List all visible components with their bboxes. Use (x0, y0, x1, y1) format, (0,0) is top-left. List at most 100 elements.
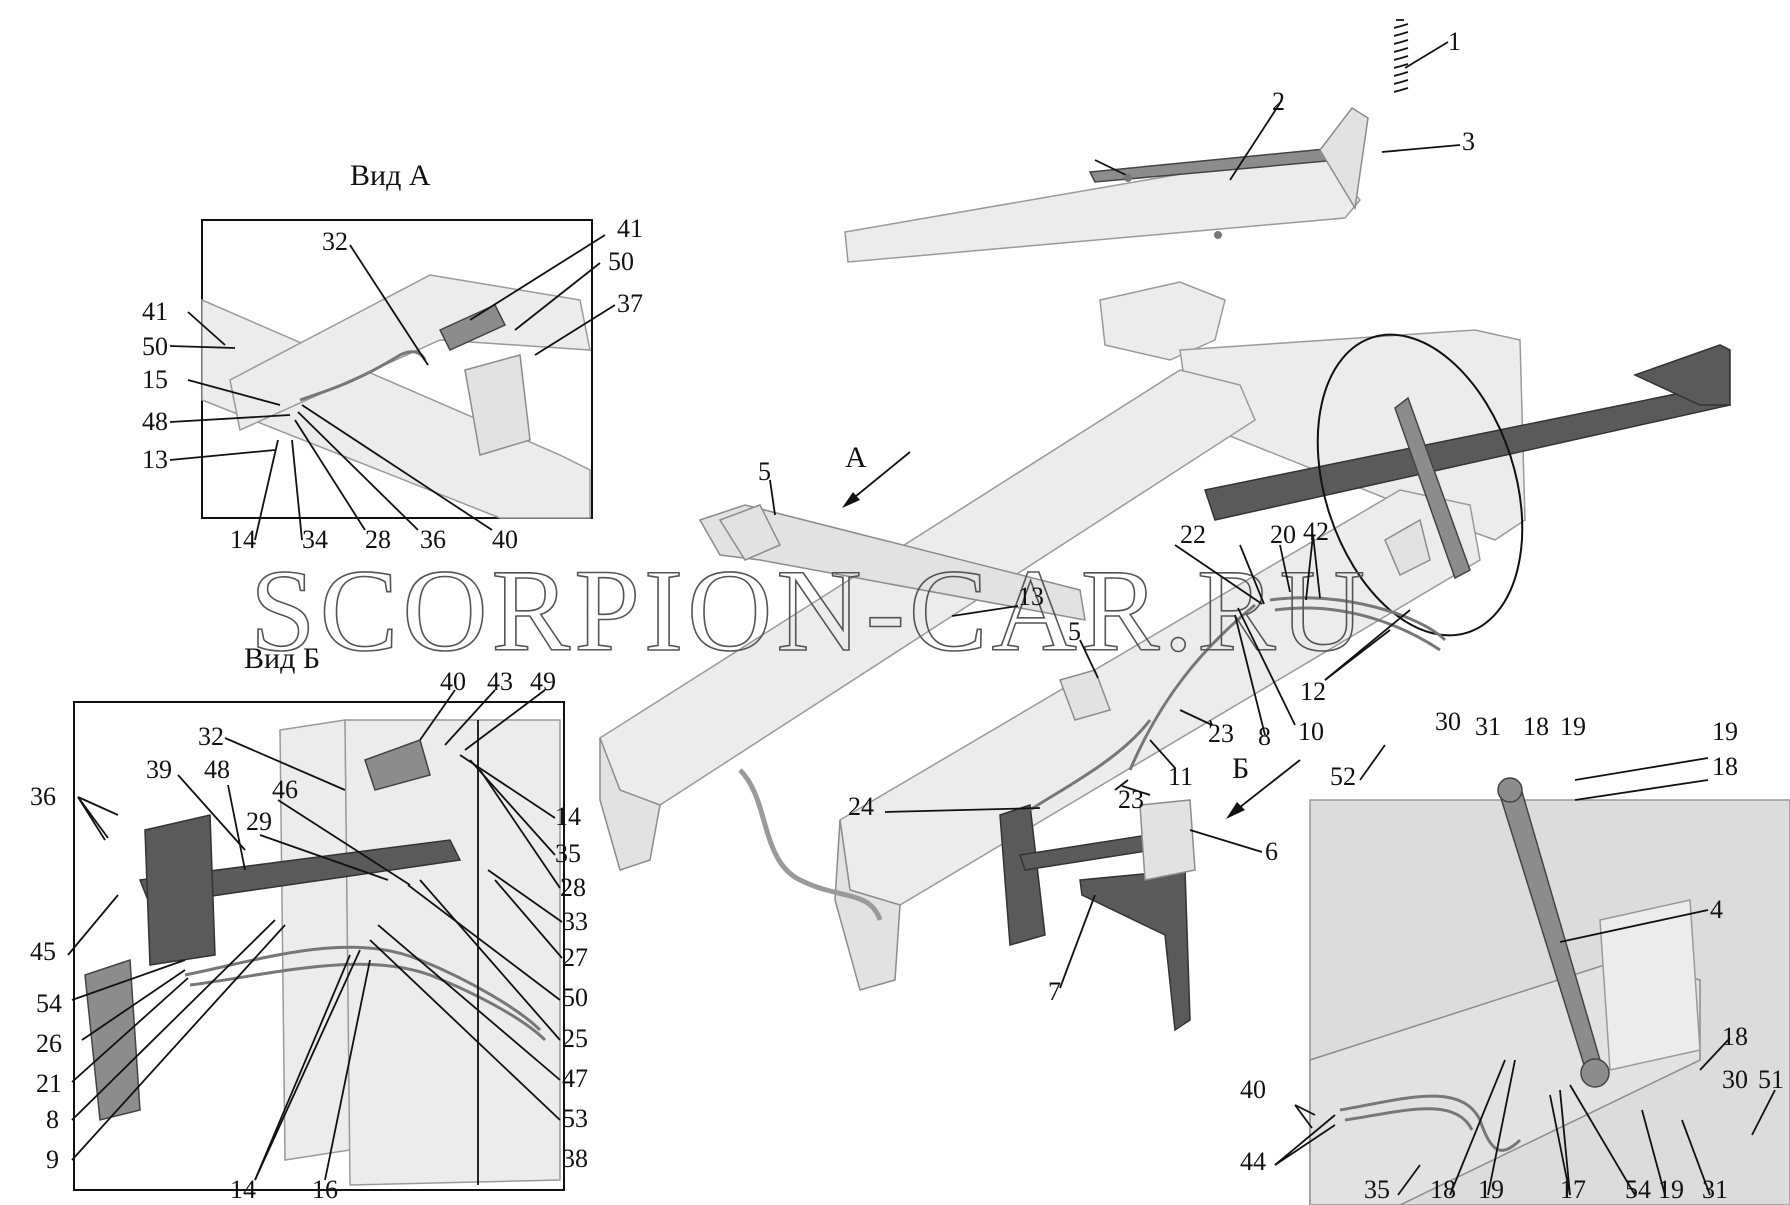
callout-7: 7 (1048, 977, 1061, 1006)
callout-b-49: 49 (530, 667, 556, 696)
callout-b-40: 40 (440, 667, 466, 696)
view-a-pipe (299, 350, 427, 402)
callout-a-41-right: 41 (617, 214, 643, 243)
dark-cross-beam-end (1633, 344, 1731, 406)
callout-a-37: 37 (617, 289, 643, 318)
hose-12b (1274, 606, 1441, 652)
callout-a-40: 40 (492, 525, 518, 554)
callout-8: 8 (1258, 722, 1271, 751)
view-b-arm (138, 839, 462, 906)
callout-17: 17 (1560, 1175, 1586, 1204)
callout-a-50-left: 50 (142, 332, 168, 361)
callout-a-32: 32 (322, 227, 348, 256)
callout-18d: 18 (1722, 1022, 1748, 1051)
callout-a-15: 15 (142, 365, 168, 394)
callout-2: 2 (1272, 87, 1285, 116)
callout-b-29: 29 (246, 807, 272, 836)
callout-31b: 31 (1702, 1175, 1728, 1204)
detail-cylinder-panel (1309, 777, 1790, 1205)
callout-a-48: 48 (142, 407, 168, 436)
callout-b-27: 27 (562, 943, 588, 972)
callout-b-14-right: 14 (555, 802, 581, 831)
callout-b-9: 9 (46, 1145, 59, 1174)
callout-54: 54 (1625, 1175, 1651, 1204)
callout-24: 24 (848, 792, 874, 821)
upper-beam-end (1319, 107, 1369, 211)
frame-rail-left-end (599, 737, 661, 871)
callout-b-54: 54 (36, 989, 62, 1018)
callout-19d: 19 (1658, 1175, 1684, 1204)
callout-b-8: 8 (46, 1105, 59, 1134)
pipe-8 (1128, 603, 1256, 771)
callout-b-46: 46 (272, 775, 298, 804)
upper-beam (844, 149, 1361, 263)
callout-a-36: 36 (420, 525, 446, 554)
view-b-label: Вид Б (244, 642, 320, 675)
cab-bracket (1099, 281, 1226, 361)
view-b-lock-cylinder (364, 739, 431, 791)
callout-10: 10 (1298, 717, 1324, 746)
callout-b-47: 47 (562, 1064, 588, 1093)
callout-18c: 18 (1430, 1175, 1456, 1204)
cab-lock-a (718, 504, 782, 561)
callout-44: 44 (1240, 1147, 1266, 1176)
callout-52: 52 (1330, 762, 1356, 791)
callout-18b: 18 (1712, 752, 1738, 781)
callout-b-53: 53 (562, 1104, 588, 1133)
callout-b-36: 36 (30, 782, 56, 811)
callout-23b: 23 (1118, 785, 1144, 814)
callout-20: 20 (1270, 520, 1296, 549)
callout-3: 3 (1462, 127, 1475, 156)
view-b-pipe-a (184, 945, 542, 1032)
hose-12a (1269, 596, 1447, 642)
view-a-panel (201, 219, 593, 519)
view-b-bracket (84, 958, 141, 1121)
view-b-frame (73, 701, 565, 1191)
callout-a-14: 14 (230, 525, 256, 554)
callout-51: 51 (1758, 1065, 1784, 1094)
callout-19c: 19 (1478, 1175, 1504, 1204)
callout-35: 35 (1364, 1175, 1390, 1204)
tilt-cylinder-main (1394, 396, 1471, 580)
callout-b-33: 33 (562, 907, 588, 936)
view-a-lock-cylinder (438, 304, 507, 351)
crossmember (698, 504, 1086, 621)
detail-bracket (1599, 899, 1701, 1071)
callout-a-28: 28 (365, 525, 391, 554)
callout-a-34: 34 (302, 525, 328, 554)
cylinder-bracket (1384, 518, 1431, 577)
callout-b-16: 16 (312, 1175, 338, 1204)
arrow-b-head (1226, 802, 1245, 819)
callout-b-48: 48 (204, 755, 230, 784)
callout-42: 42 (1303, 517, 1329, 546)
callout-b-26: 26 (36, 1029, 62, 1058)
view-a-bracket (464, 354, 531, 456)
pump-bracket-plate (999, 803, 1046, 946)
callout-b-35: 35 (555, 839, 581, 868)
lower-pipe (738, 768, 883, 921)
callout-b-38: 38 (562, 1144, 588, 1173)
view-b-pump-body (144, 814, 216, 966)
nut-2 (1214, 231, 1222, 239)
callout-30b: 30 (1722, 1065, 1748, 1094)
callout-40: 40 (1240, 1075, 1266, 1104)
callout-a-50-right: 50 (608, 247, 634, 276)
cab-lock-b (1059, 669, 1111, 721)
callout-31a: 31 (1475, 712, 1501, 741)
arrow-a-label: А (845, 441, 867, 474)
callout-a-13: 13 (142, 445, 168, 474)
callout-4: 4 (1710, 895, 1723, 924)
watermark: SCORPION-CAR.RU (250, 545, 1369, 676)
callout-19a: 19 (1560, 712, 1586, 741)
detail-cylinder-bottom-eye (1580, 1058, 1610, 1088)
spring (1393, 19, 1409, 93)
arrow-a-head (842, 492, 860, 508)
callout-b-21: 21 (36, 1069, 62, 1098)
detail-cylinder-top-eye (1497, 777, 1523, 803)
arrow-b-label: Б (1232, 752, 1249, 785)
callout-b-45: 45 (30, 937, 56, 966)
callout-b-43: 43 (487, 667, 513, 696)
detail-hose-a (1339, 1094, 1522, 1152)
cylinder-highlight-ellipse (1316, 333, 1524, 637)
